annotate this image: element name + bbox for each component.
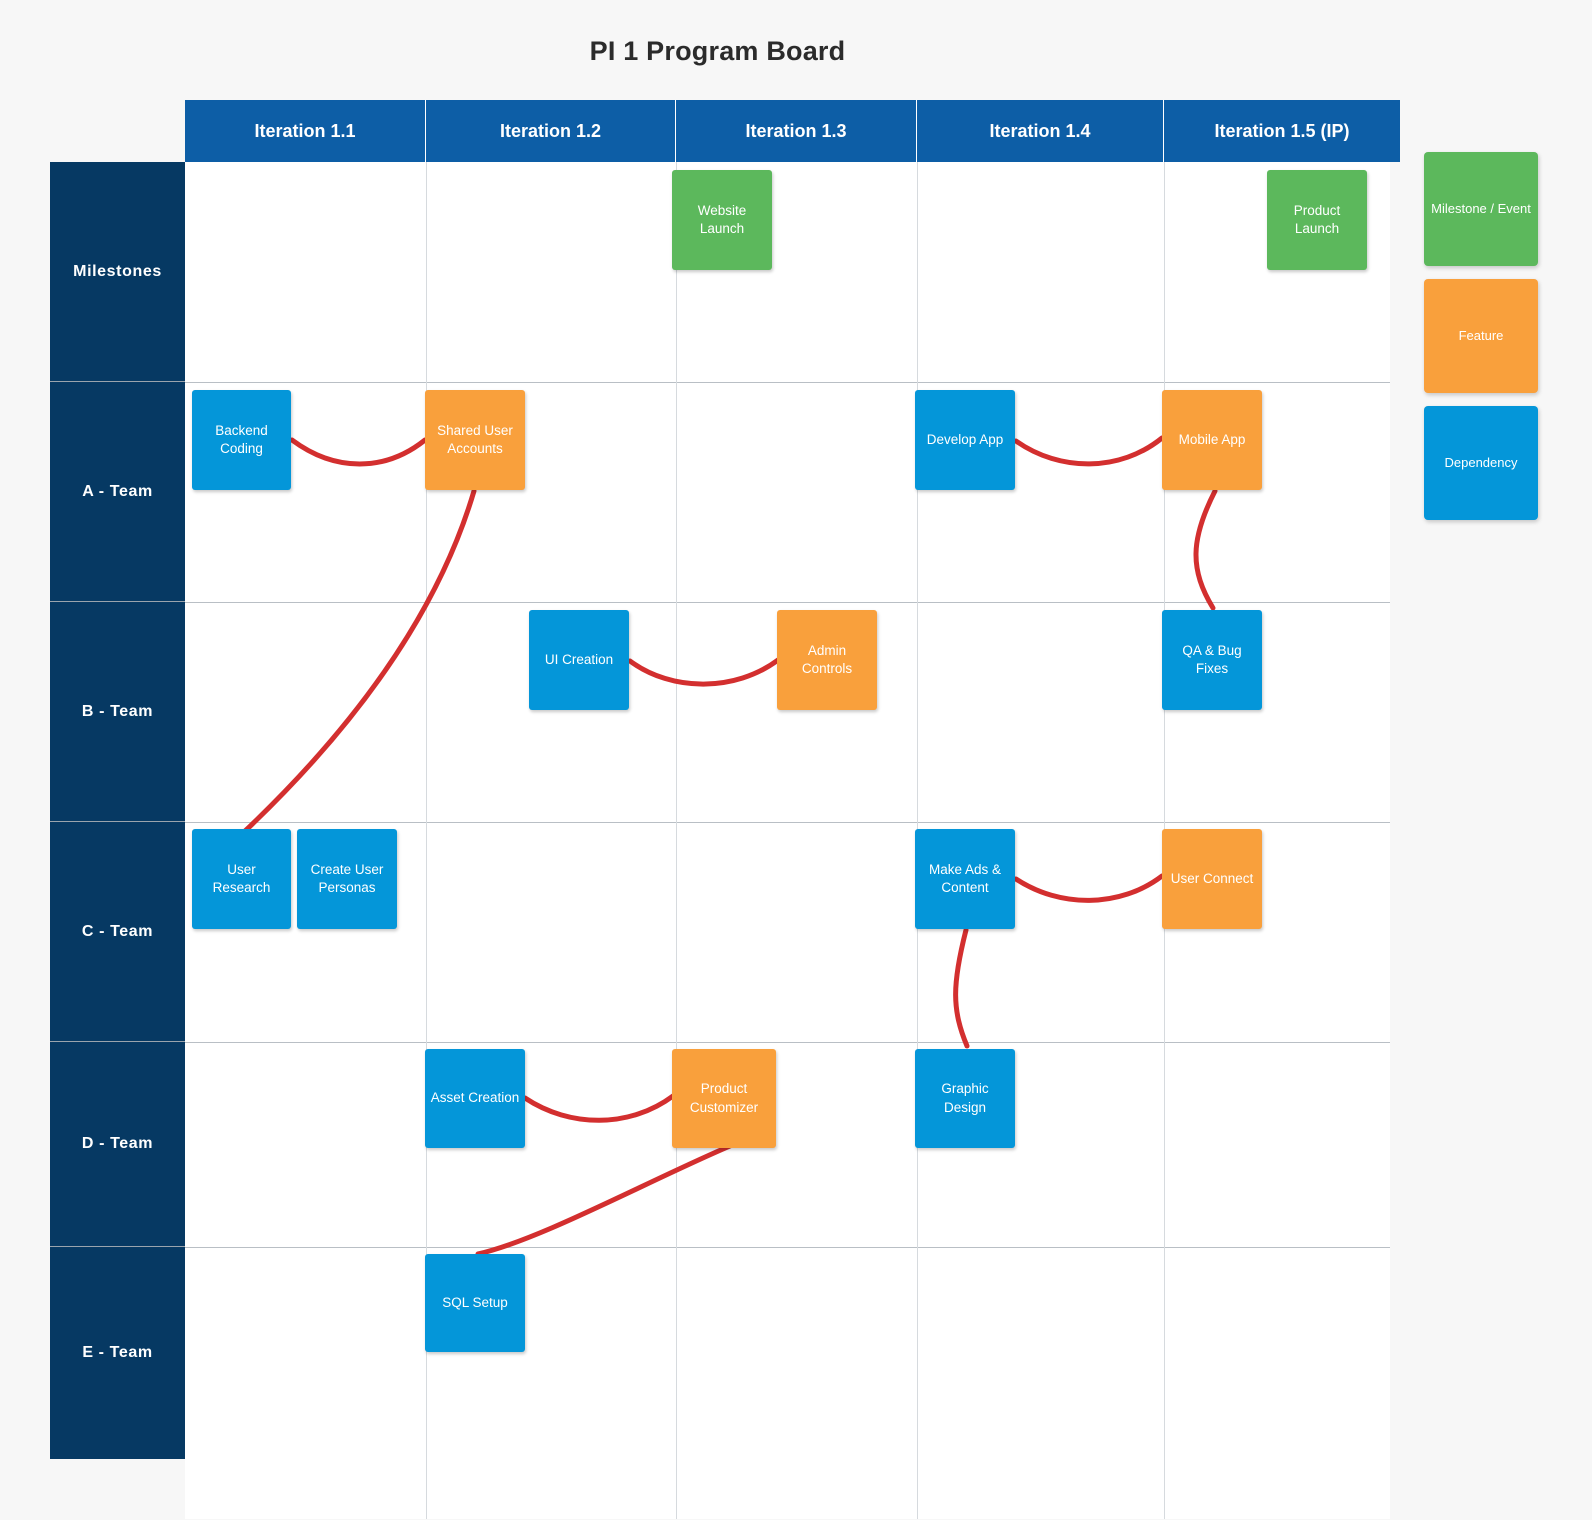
row-label-d-team[interactable]: D - Team [50,1042,185,1247]
column-header-3[interactable]: Iteration 1.3 [676,100,917,162]
row-label-a-team[interactable]: A - Team [50,382,185,602]
grid-row-divider [185,1042,1390,1043]
card-user-research[interactable]: User Research [192,829,291,929]
card-mobile-app[interactable]: Mobile App [1162,390,1262,490]
card-graphic-design[interactable]: Graphic Design [915,1049,1015,1148]
card-admin-controls[interactable]: Admin Controls [777,610,877,710]
column-header-1[interactable]: Iteration 1.1 [185,100,426,162]
column-header-4[interactable]: Iteration 1.4 [917,100,1164,162]
legend-item-dependency: Dependency [1424,406,1538,520]
card-create-user-personas[interactable]: Create User Personas [297,829,397,929]
legend-item-feature: Feature [1424,279,1538,393]
column-header-5[interactable]: Iteration 1.5 (IP) [1164,100,1400,162]
row-label-b-team[interactable]: B - Team [50,602,185,822]
card-make-ads-content[interactable]: Make Ads & Content [915,829,1015,929]
grid-row-divider [185,382,1390,383]
page-title: PI 1 Program Board [589,36,846,66]
grid-row-divider [185,1247,1390,1248]
card-asset-creation[interactable]: Asset Creation [425,1049,525,1148]
grid-row-divider [185,602,1390,603]
grid-column-divider [676,162,677,1519]
grid-column-divider [426,162,427,1519]
row-label-e-team[interactable]: E - Team [50,1247,185,1459]
card-shared-user-accounts[interactable]: Shared User Accounts [425,390,525,490]
card-product-customizer[interactable]: Product Customizer [672,1049,776,1148]
card-ui-creation[interactable]: UI Creation [529,610,629,710]
card-user-connect[interactable]: User Connect [1162,829,1262,929]
row-label-c-team[interactable]: C - Team [50,822,185,1042]
grid-row-divider [185,822,1390,823]
column-header-2[interactable]: Iteration 1.2 [426,100,676,162]
card-product-launch[interactable]: Product Launch [1267,170,1367,270]
legend-item-milestone: Milestone / Event [1424,152,1538,266]
card-sql-setup[interactable]: SQL Setup [425,1254,525,1352]
card-qa-bug-fixes[interactable]: QA & Bug Fixes [1162,610,1262,710]
card-website-launch[interactable]: Website Launch [672,170,772,270]
card-backend-coding[interactable]: Backend Coding [192,390,291,490]
card-develop-app[interactable]: Develop App [915,390,1015,490]
row-label-milestones[interactable]: Milestones [50,162,185,382]
